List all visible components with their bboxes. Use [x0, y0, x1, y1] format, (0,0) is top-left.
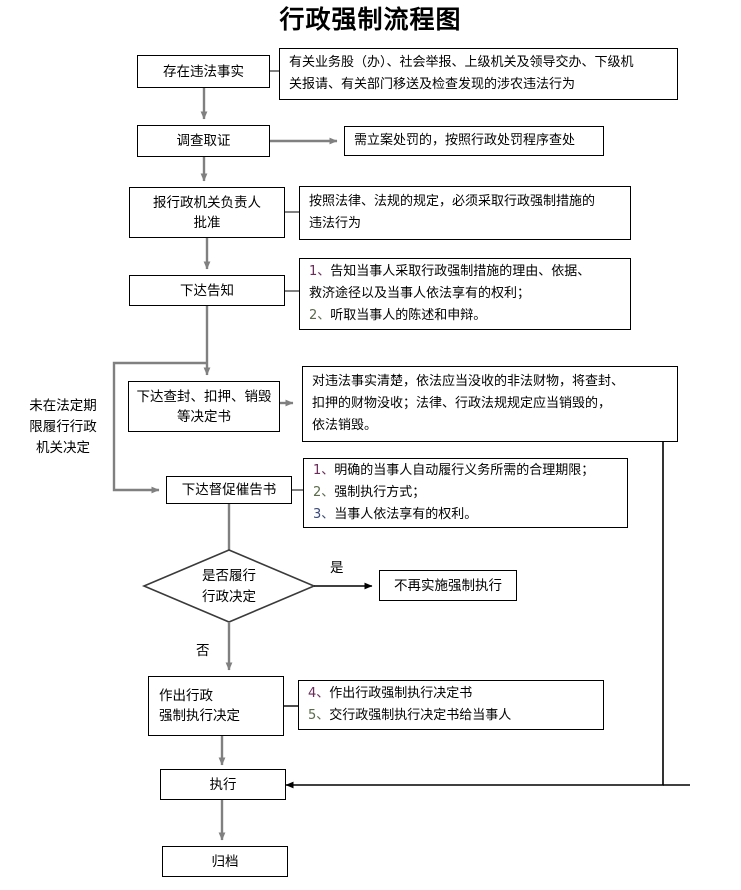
detail-line: 1、告知当事人采取行政强制措施的理由、依据、 — [309, 264, 591, 279]
node-execute[interactable]: 执行 — [160, 769, 286, 800]
detail-line: 扣押的财物没收；法律、行政法规规定应当销毁的， — [312, 396, 612, 411]
detail-line: 对违法事实清楚，依法应当没收的非法财物，将查封、 — [312, 374, 625, 389]
decision-diamond-label[interactable]: 是否履行 行政决定 — [202, 568, 256, 605]
node-seizure-decision-label: 下达查封、扣押、销毁 等决定书 — [136, 388, 272, 425]
detail-line: 违法行为 — [309, 216, 362, 231]
detail-approval-basis: 按照法律、法规的规定，必须采取行政强制措施的 违法行为 — [299, 186, 631, 240]
detail-line: 需立案处罚的，按照行政处罚程序查处 — [354, 133, 576, 148]
node-no-enforcement-label: 不再实施强制执行 — [394, 577, 502, 594]
detail-seizure-items: 对违法事实清楚，依法应当没收的非法财物，将查封、 扣押的财物没收；法律、行政法规… — [302, 366, 678, 442]
node-approval-label: 报行政机关负责人 批准 — [153, 194, 261, 231]
item-number: 4、 — [308, 686, 330, 701]
detail-line: 关报请、有关部门移送及检查发现的涉农违法行为 — [289, 77, 576, 92]
node-make-enforcement-decision-label: 作出行政 强制执行决定 — [159, 688, 240, 724]
node-execute-label: 执行 — [209, 776, 237, 793]
node-violation-fact[interactable]: 存在违法事实 — [137, 55, 270, 88]
detail-line: 1、明确的当事人自动履行义务所需的合理期限； — [313, 463, 595, 478]
item-number: 5、 — [308, 708, 330, 723]
node-urge-notice[interactable]: 下达督促催告书 — [166, 476, 292, 504]
node-seizure-decision[interactable]: 下达查封、扣押、销毁 等决定书 — [128, 381, 280, 432]
detail-line: 3、当事人依法享有的权利。 — [313, 507, 478, 522]
detail-fact-source: 有关业务股（办）、社会举报、上级机关及领导交办、下级机 关报请、有关部门移送及检… — [279, 48, 678, 100]
detail-line: 救济途径以及当事人依法享有的权利； — [309, 286, 531, 301]
node-make-enforcement-decision[interactable]: 作出行政 强制执行决定 — [148, 676, 284, 736]
item-number: 3、 — [313, 507, 335, 522]
item-number: 1、 — [313, 463, 335, 478]
item-number: 1、 — [309, 264, 331, 279]
detail-notice-items: 1、告知当事人采取行政强制措施的理由、依据、 救济途径以及当事人依法享有的权利；… — [299, 258, 631, 330]
node-no-enforcement[interactable]: 不再实施强制执行 — [379, 570, 517, 601]
item-number: 2、 — [313, 485, 335, 500]
node-urge-notice-label: 下达督促催告书 — [181, 482, 277, 498]
node-violation-fact-label: 存在违法事实 — [163, 63, 244, 80]
node-issue-notice-label: 下达告知 — [180, 282, 234, 299]
detail-line: 2、强制执行方式； — [313, 485, 426, 500]
node-investigate[interactable]: 调查取证 — [137, 125, 270, 157]
side-note-unperformed: 未在法定期 限履行行政 机关决定 — [29, 398, 97, 456]
detail-urge-items: 1、明确的当事人自动履行义务所需的合理期限； 2、强制执行方式； 3、当事人依法… — [303, 458, 628, 528]
edge-label-no: 否 — [196, 643, 210, 659]
node-archive-label: 归档 — [211, 853, 239, 870]
detail-line: 2、听取当事人的陈述和申辩。 — [309, 308, 487, 323]
detail-line: 4、作出行政强制执行决定书 — [308, 686, 473, 701]
detail-enforcement-items: 4、作出行政强制执行决定书 5、交行政强制执行决定书给当事人 — [298, 680, 604, 730]
detail-line: 有关业务股（办）、社会举报、上级机关及领导交办、下级机 — [289, 55, 634, 70]
edge-label-yes: 是 — [330, 560, 344, 576]
page-title: 行政强制流程图 — [279, 5, 462, 34]
node-archive[interactable]: 归档 — [162, 846, 288, 877]
detail-line: 依法销毁。 — [312, 418, 378, 433]
detail-punishment-procedure: 需立案处罚的，按照行政处罚程序查处 — [344, 126, 604, 156]
detail-line: 按照法律、法规的规定，必须采取行政强制措施的 — [309, 194, 596, 209]
item-number: 2、 — [309, 308, 331, 323]
node-investigate-label: 调查取证 — [176, 133, 231, 149]
node-issue-notice[interactable]: 下达告知 — [129, 275, 285, 306]
node-approval[interactable]: 报行政机关负责人 批准 — [129, 187, 285, 238]
detail-line: 5、交行政强制执行决定书给当事人 — [308, 708, 512, 723]
